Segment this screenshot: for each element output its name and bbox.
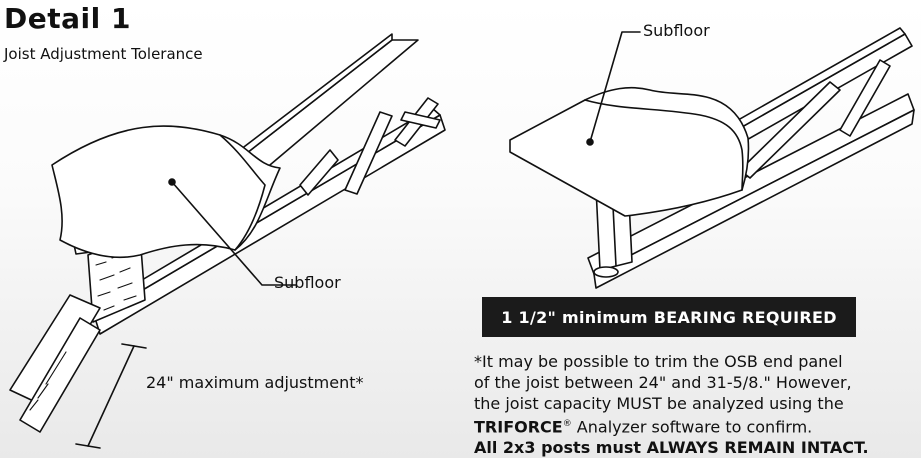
footnote: *It may be possible to trim the OSB end … [474,351,920,458]
right-bottom-chord-face [593,109,915,289]
footnote-line-1: *It may be possible to trim the OSB end … [474,352,843,371]
footnote-line-2: of the joist between 24" and 31-5/8." Ho… [474,373,852,392]
bearing-banner: 1 1/2" minimum BEARING REQUIRED [482,297,856,337]
right-subfloor-label: Subfloor [643,21,710,40]
left-joist-drawing [9,33,446,449]
footnote-line-5: All 2x3 posts must ALWAYS REMAIN INTACT. [474,438,869,458]
footnote-line-3: the joist capacity MUST be analyzed usin… [474,394,844,413]
page-title: Detail 1 [4,2,131,35]
right-subfloor [509,86,750,217]
left-subfloor [51,125,281,259]
dimension-line [87,345,135,447]
right-subfloor-leader [589,31,641,143]
left-web-4 [400,111,441,129]
right-post-base [593,266,619,278]
footnote-line-4-rest: Analyzer software to confirm. [571,417,813,437]
left-subfloor-label: Subfloor [274,273,341,292]
adjustment-label: 24" maximum adjustment* [146,373,364,392]
left-web-1 [299,149,339,196]
left-cut-piece-face [19,317,101,433]
footnote-line-4: TRIFORCE® Analyzer software to confirm. [474,414,920,437]
brand-name: TRIFORCE [474,417,563,437]
right-joist-drawing [509,27,915,289]
right-web-3 [839,59,891,137]
left-web-2 [344,111,393,195]
page-subtitle: Joist Adjustment Tolerance [4,45,203,63]
registered-mark: ® [562,419,572,429]
right-web-2 [739,81,841,179]
left-subfloor-leader [171,181,297,286]
